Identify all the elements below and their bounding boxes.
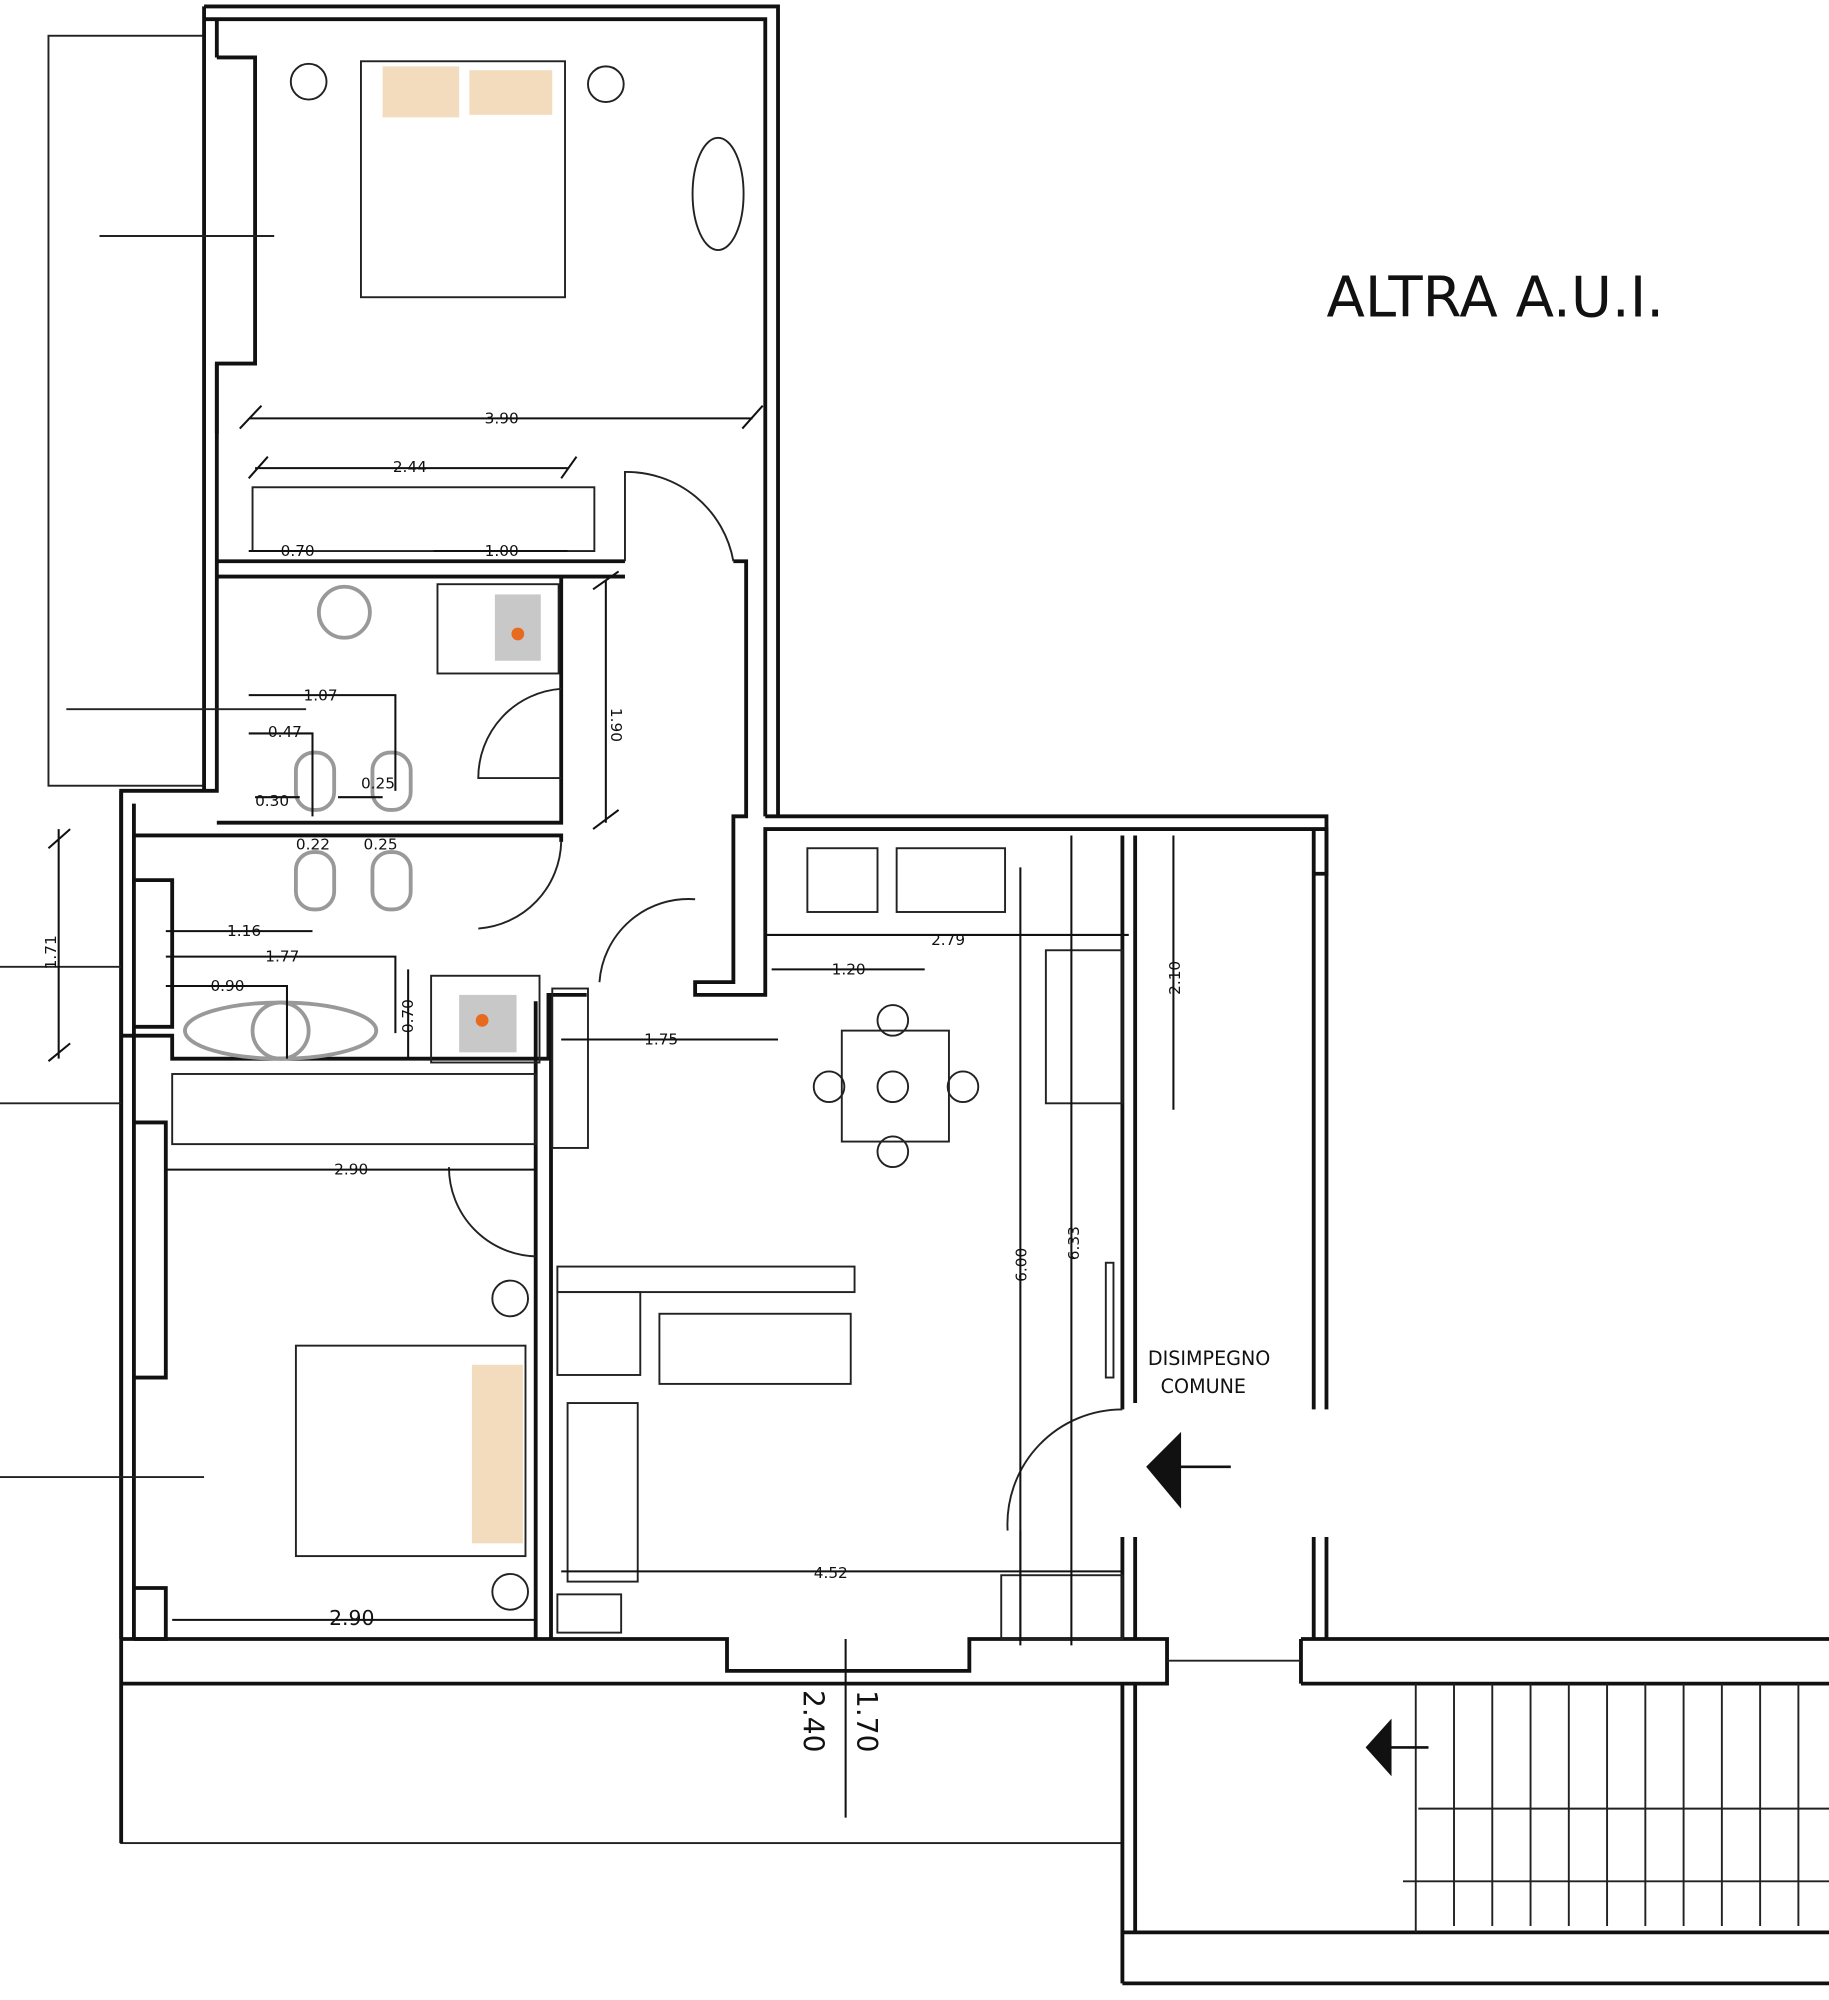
dimension-label: 0.30	[255, 792, 289, 810]
dimension-label: 2.44	[393, 458, 427, 476]
entrance-arrow-icon	[1146, 1431, 1231, 1509]
furniture	[171, 60, 1829, 1933]
dimension-label: 0.22	[296, 835, 330, 853]
dimension-label: 0.25	[361, 774, 395, 792]
dimension-label: 0.25	[364, 835, 398, 853]
dimension-label: 1.20	[832, 960, 866, 978]
dimension-label: 0.47	[268, 723, 302, 741]
stair-arrow-icon	[1365, 1718, 1429, 1777]
common-area-label-2: COMUNE	[1161, 1375, 1246, 1398]
dimension-labels: 3.90 2.44 0.70 1.00 1.07 0.47 0.30 0.25 …	[42, 409, 1184, 1752]
dimension-label: 0.70	[399, 999, 417, 1033]
dimension-label: 2.79	[931, 931, 965, 949]
dimension-label: 6.33	[1065, 1226, 1083, 1260]
dimension-label: 1.90	[607, 708, 625, 742]
dimension-lines	[47, 404, 1175, 1818]
dimension-label: 0.70	[281, 542, 315, 560]
dimension-label: 0.90	[210, 977, 244, 995]
walls	[0, 4, 1829, 1986]
dimension-label: 6.00	[1013, 1248, 1031, 1282]
dimension-label: 1.16	[227, 922, 261, 940]
dimension-label: 4.52	[814, 1564, 848, 1582]
title-label: ALTRA A.U.I.	[1326, 265, 1664, 330]
balcony-bottom	[120, 1682, 1124, 1845]
dimension-label: 1.71	[42, 935, 60, 969]
dimension-label: 1.00	[485, 542, 519, 560]
dimension-label: 1.70	[850, 1690, 883, 1752]
dimension-label: 1.77	[265, 948, 299, 966]
dimension-label: 3.90	[485, 409, 519, 427]
dimension-label: 2.90	[334, 1161, 368, 1179]
balcony-top-left	[47, 34, 206, 787]
dimension-label: 2.40	[797, 1690, 830, 1752]
common-area-label-1: DISIMPEGNO	[1148, 1347, 1270, 1370]
dimension-label: 1.07	[304, 686, 338, 704]
dimension-label: 2.10	[1166, 961, 1184, 995]
dimension-label: 1.75	[644, 1031, 678, 1049]
dimension-label: 2.90	[329, 1606, 374, 1630]
